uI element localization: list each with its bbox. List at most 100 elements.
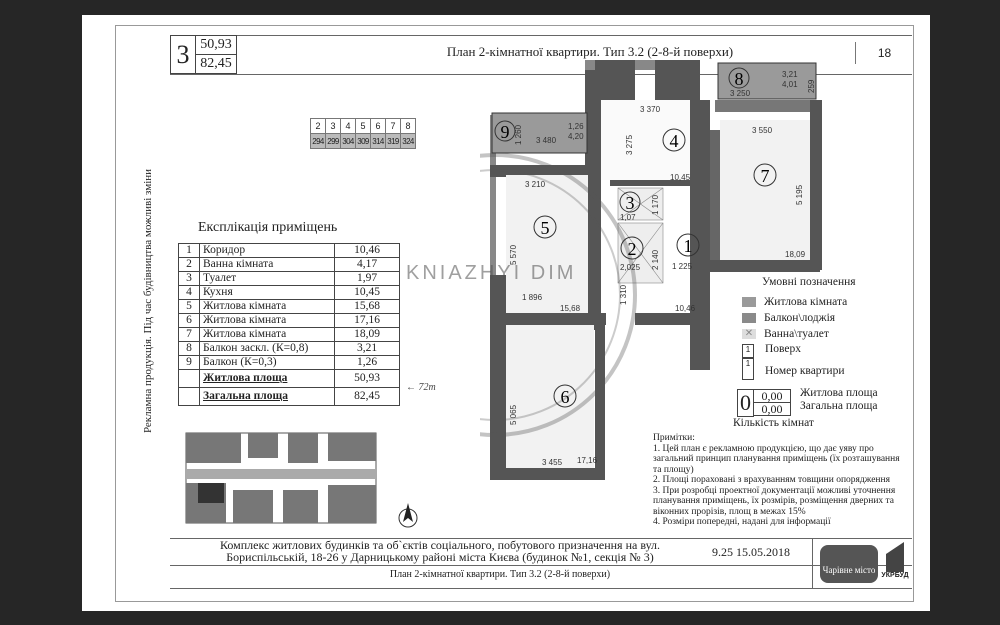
- svg-text:18,09: 18,09: [785, 250, 806, 259]
- floor-cell: 8: [400, 118, 416, 134]
- legend-label-apartment: Номер квартири: [765, 365, 845, 377]
- room-name: Коридор: [199, 243, 335, 258]
- total-area-label: Загальна площа: [199, 387, 335, 406]
- floor-plan: 1 2 3 4 5 6 7 8 9 3 370 3 275 10,45 3 55…: [480, 60, 822, 480]
- page-frame: [115, 25, 914, 602]
- apartment-cell: 309: [355, 133, 371, 149]
- apartment-cell: 304: [340, 133, 356, 149]
- legend-label-floor: Поверх: [765, 343, 802, 355]
- page-number: 18: [855, 42, 913, 64]
- apartment-cell: 324: [400, 133, 416, 149]
- explication-title: Експлікація приміщень: [198, 220, 338, 235]
- room-area: 18,09: [334, 327, 400, 342]
- floor-sample-box: 1: [742, 344, 754, 358]
- svg-text:1,07: 1,07: [620, 213, 636, 222]
- handwritten-note: ← 72m: [406, 382, 436, 393]
- watermark-circle-inner: [480, 169, 621, 421]
- svg-text:15,68: 15,68: [560, 304, 581, 313]
- balcony-swatch: [742, 313, 756, 324]
- svg-text:10,45: 10,45: [670, 173, 691, 182]
- room-area: 10,45: [334, 285, 400, 300]
- svg-text:10,46: 10,46: [675, 304, 696, 313]
- apartment-cell: 314: [370, 133, 386, 149]
- room-name: Житлова кімната: [199, 299, 335, 314]
- room-label: 9: [501, 122, 510, 142]
- living-area-label: Житлова площа: [199, 369, 335, 388]
- svg-text:1 896: 1 896: [522, 293, 543, 302]
- room-area: 4,17: [334, 257, 400, 272]
- room-area: 17,16: [334, 313, 400, 328]
- note-item: 1. Цей план є рекламною продукцією, що д…: [653, 443, 900, 475]
- apartment-sample-box: 1: [742, 358, 754, 380]
- floor-cell: 4: [340, 118, 356, 134]
- apartment-cell: 319: [385, 133, 401, 149]
- room-name: Кухня: [199, 285, 335, 300]
- row-number: 2: [178, 257, 200, 272]
- notes-title: Примітки:: [653, 433, 695, 443]
- room-6: [506, 325, 594, 468]
- room-5: [506, 175, 588, 313]
- room-area: 1,97: [334, 271, 400, 286]
- room-area: 1,26: [334, 355, 400, 370]
- svg-text:3 550: 3 550: [752, 126, 773, 135]
- room-label: 5: [541, 218, 550, 238]
- legend-item-balcony: Балкон\лоджія: [742, 312, 835, 324]
- svg-text:4,01: 4,01: [782, 80, 798, 89]
- svg-text:3 275: 3 275: [625, 134, 634, 155]
- room-name: Туалет: [199, 271, 335, 286]
- footer-line-2: Бориспільській, 18-26 у Дарницькому райо…: [226, 550, 654, 564]
- walls: [490, 60, 822, 480]
- watermark-circle: [480, 153, 637, 437]
- svg-text:1 225: 1 225: [672, 262, 693, 271]
- row-number: 9: [178, 355, 200, 370]
- floor-cell: 2: [310, 118, 326, 134]
- row-number: 4: [178, 285, 200, 300]
- north-arrow-icon: [398, 503, 418, 528]
- svg-text:3 455: 3 455: [542, 458, 563, 467]
- living-swatch: [742, 297, 756, 308]
- svg-text:1 260: 1 260: [514, 124, 523, 145]
- living-area-box: 50,93: [195, 35, 237, 55]
- row-number: 1: [178, 243, 200, 258]
- svg-text:3 210: 3 210: [525, 180, 546, 189]
- watermark-text: KNIAZHYI DIM: [406, 262, 577, 284]
- floor-cell: 6: [370, 118, 386, 134]
- legend-living-label: Житлова площа: [800, 387, 878, 399]
- svg-text:1 310: 1 310: [619, 284, 628, 305]
- apartment-cell: 294: [310, 133, 326, 149]
- room-name: Житлова кімната: [199, 313, 335, 328]
- row-number: 8: [178, 341, 200, 356]
- floor-cell: 3: [325, 118, 341, 134]
- floor-cell: 7: [385, 118, 401, 134]
- balcony-9: [491, 112, 588, 154]
- total-area-value: 82,45: [334, 387, 400, 406]
- rooms-count-box: 3: [170, 35, 196, 74]
- room-name: Балкон заскл. (К=0,8): [199, 341, 335, 356]
- bath-swatch-icon: ✕: [742, 329, 756, 340]
- header-bar: [170, 35, 912, 75]
- room-label: 3: [626, 193, 635, 213]
- legend-item-living: Житлова кімната: [742, 296, 847, 308]
- room-area: 15,68: [334, 299, 400, 314]
- svg-text:5 065: 5 065: [509, 404, 518, 425]
- svg-text:3,21: 3,21: [782, 70, 798, 79]
- svg-text:1,26: 1,26: [568, 122, 584, 131]
- living-area-value: 50,93: [334, 369, 400, 388]
- side-note: Рекламна продукція. Під час будівництва …: [142, 168, 154, 434]
- svg-text:4,20: 4,20: [568, 132, 584, 141]
- footer-line-1: Комплекс житлових будинків та об`єктів с…: [219, 538, 661, 552]
- svg-text:2 140: 2 140: [651, 249, 660, 270]
- row-number: 3: [178, 271, 200, 286]
- room-name: Житлова кімната: [199, 327, 335, 342]
- note-item: 4. Розміри попередні, надані для інформа…: [653, 517, 831, 527]
- floor-cell: 5: [355, 118, 371, 134]
- dimensions: 3 370 3 275 10,45 3 550 5 195 18,09 3 25…: [509, 70, 816, 467]
- svg-text:2,025: 2,025: [620, 263, 641, 272]
- room-label: 4: [670, 131, 679, 151]
- svg-text:3 370: 3 370: [640, 105, 661, 114]
